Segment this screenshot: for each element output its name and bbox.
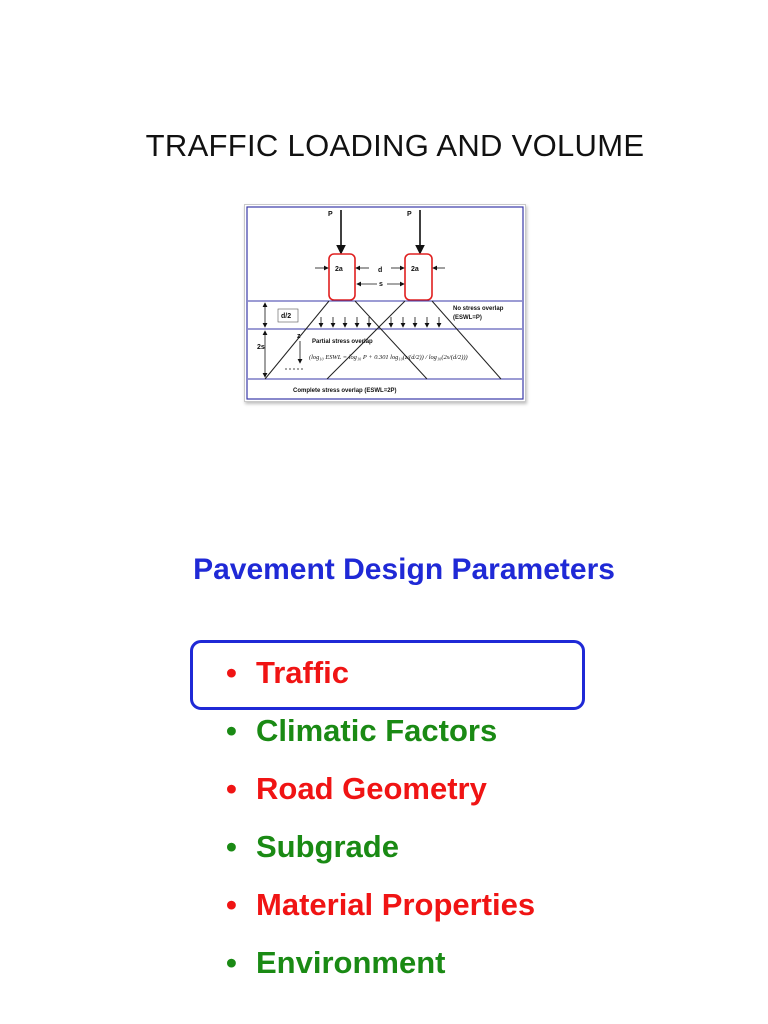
stress-arrows-left <box>318 317 372 328</box>
load-right-label: P <box>407 211 412 218</box>
tire-right <box>404 253 433 301</box>
parameter-label: Environment <box>256 945 446 980</box>
bullet-icon: • <box>226 655 237 690</box>
tire-left-label: 2a <box>335 266 343 273</box>
eswl-equation: (log₁₀ ESWL = log₁₀ P + 0.301 log₁₀(z/(d… <box>309 354 468 361</box>
parameter-label: Traffic <box>256 655 350 690</box>
parameters-heading: Pavement Design Parameters <box>193 553 615 586</box>
dim-d-half-label: d/2 <box>281 313 291 320</box>
parameter-label: Road Geometry <box>256 771 487 806</box>
parameter-item-environment: • Environment <box>226 945 535 1003</box>
dim-z-label: z <box>297 333 301 340</box>
bullet-icon: • <box>226 829 237 864</box>
parameter-label: Material Properties <box>256 887 536 922</box>
stress-arrows-right <box>388 317 442 328</box>
parameter-label: Subgrade <box>256 829 399 864</box>
bullet-icon: • <box>226 713 237 748</box>
dim-s-label: s <box>379 281 383 288</box>
traffic-highlight-box <box>190 640 585 710</box>
parameter-item-subgrade: • Subgrade <box>226 829 535 887</box>
bullet-icon: • <box>226 771 237 806</box>
tire-left <box>328 253 356 301</box>
parameters-list: • Traffic • Climatic Factors • Road Geometr… <box>226 655 535 1003</box>
bullet-icon: • <box>226 887 237 922</box>
partial-overlap-label: Partial stress overlap <box>312 339 373 345</box>
parameter-item-road-geometry: • Road Geometry <box>226 771 535 829</box>
tire-right-label: 2a <box>411 266 419 273</box>
dim-d-label: d <box>378 267 382 274</box>
dim-2s-label: 2s <box>257 344 265 351</box>
no-overlap-eswl-label: (ESWL=P) <box>453 315 482 321</box>
bullet-icon: • <box>226 945 237 980</box>
no-overlap-label: No stress overlap <box>453 306 504 312</box>
slide-title: TRAFFIC LOADING AND VOLUME <box>145 128 645 163</box>
eswl-stress-diagram: P P 2a 2a d s <box>244 204 526 402</box>
diagram-frame <box>246 206 524 400</box>
parameter-item-material-properties: • Material Properties <box>226 887 535 945</box>
parameter-label: Climatic Factors <box>256 713 498 748</box>
parameter-item-traffic: • Traffic <box>226 655 535 713</box>
complete-overlap-label: Complete stress overlap (ESWL=2P) <box>293 388 397 394</box>
parameter-item-climatic-factors: • Climatic Factors <box>226 713 535 771</box>
stress-diagram-svg: P P 2a 2a d s <box>246 206 524 400</box>
load-left-label: P <box>328 211 333 218</box>
